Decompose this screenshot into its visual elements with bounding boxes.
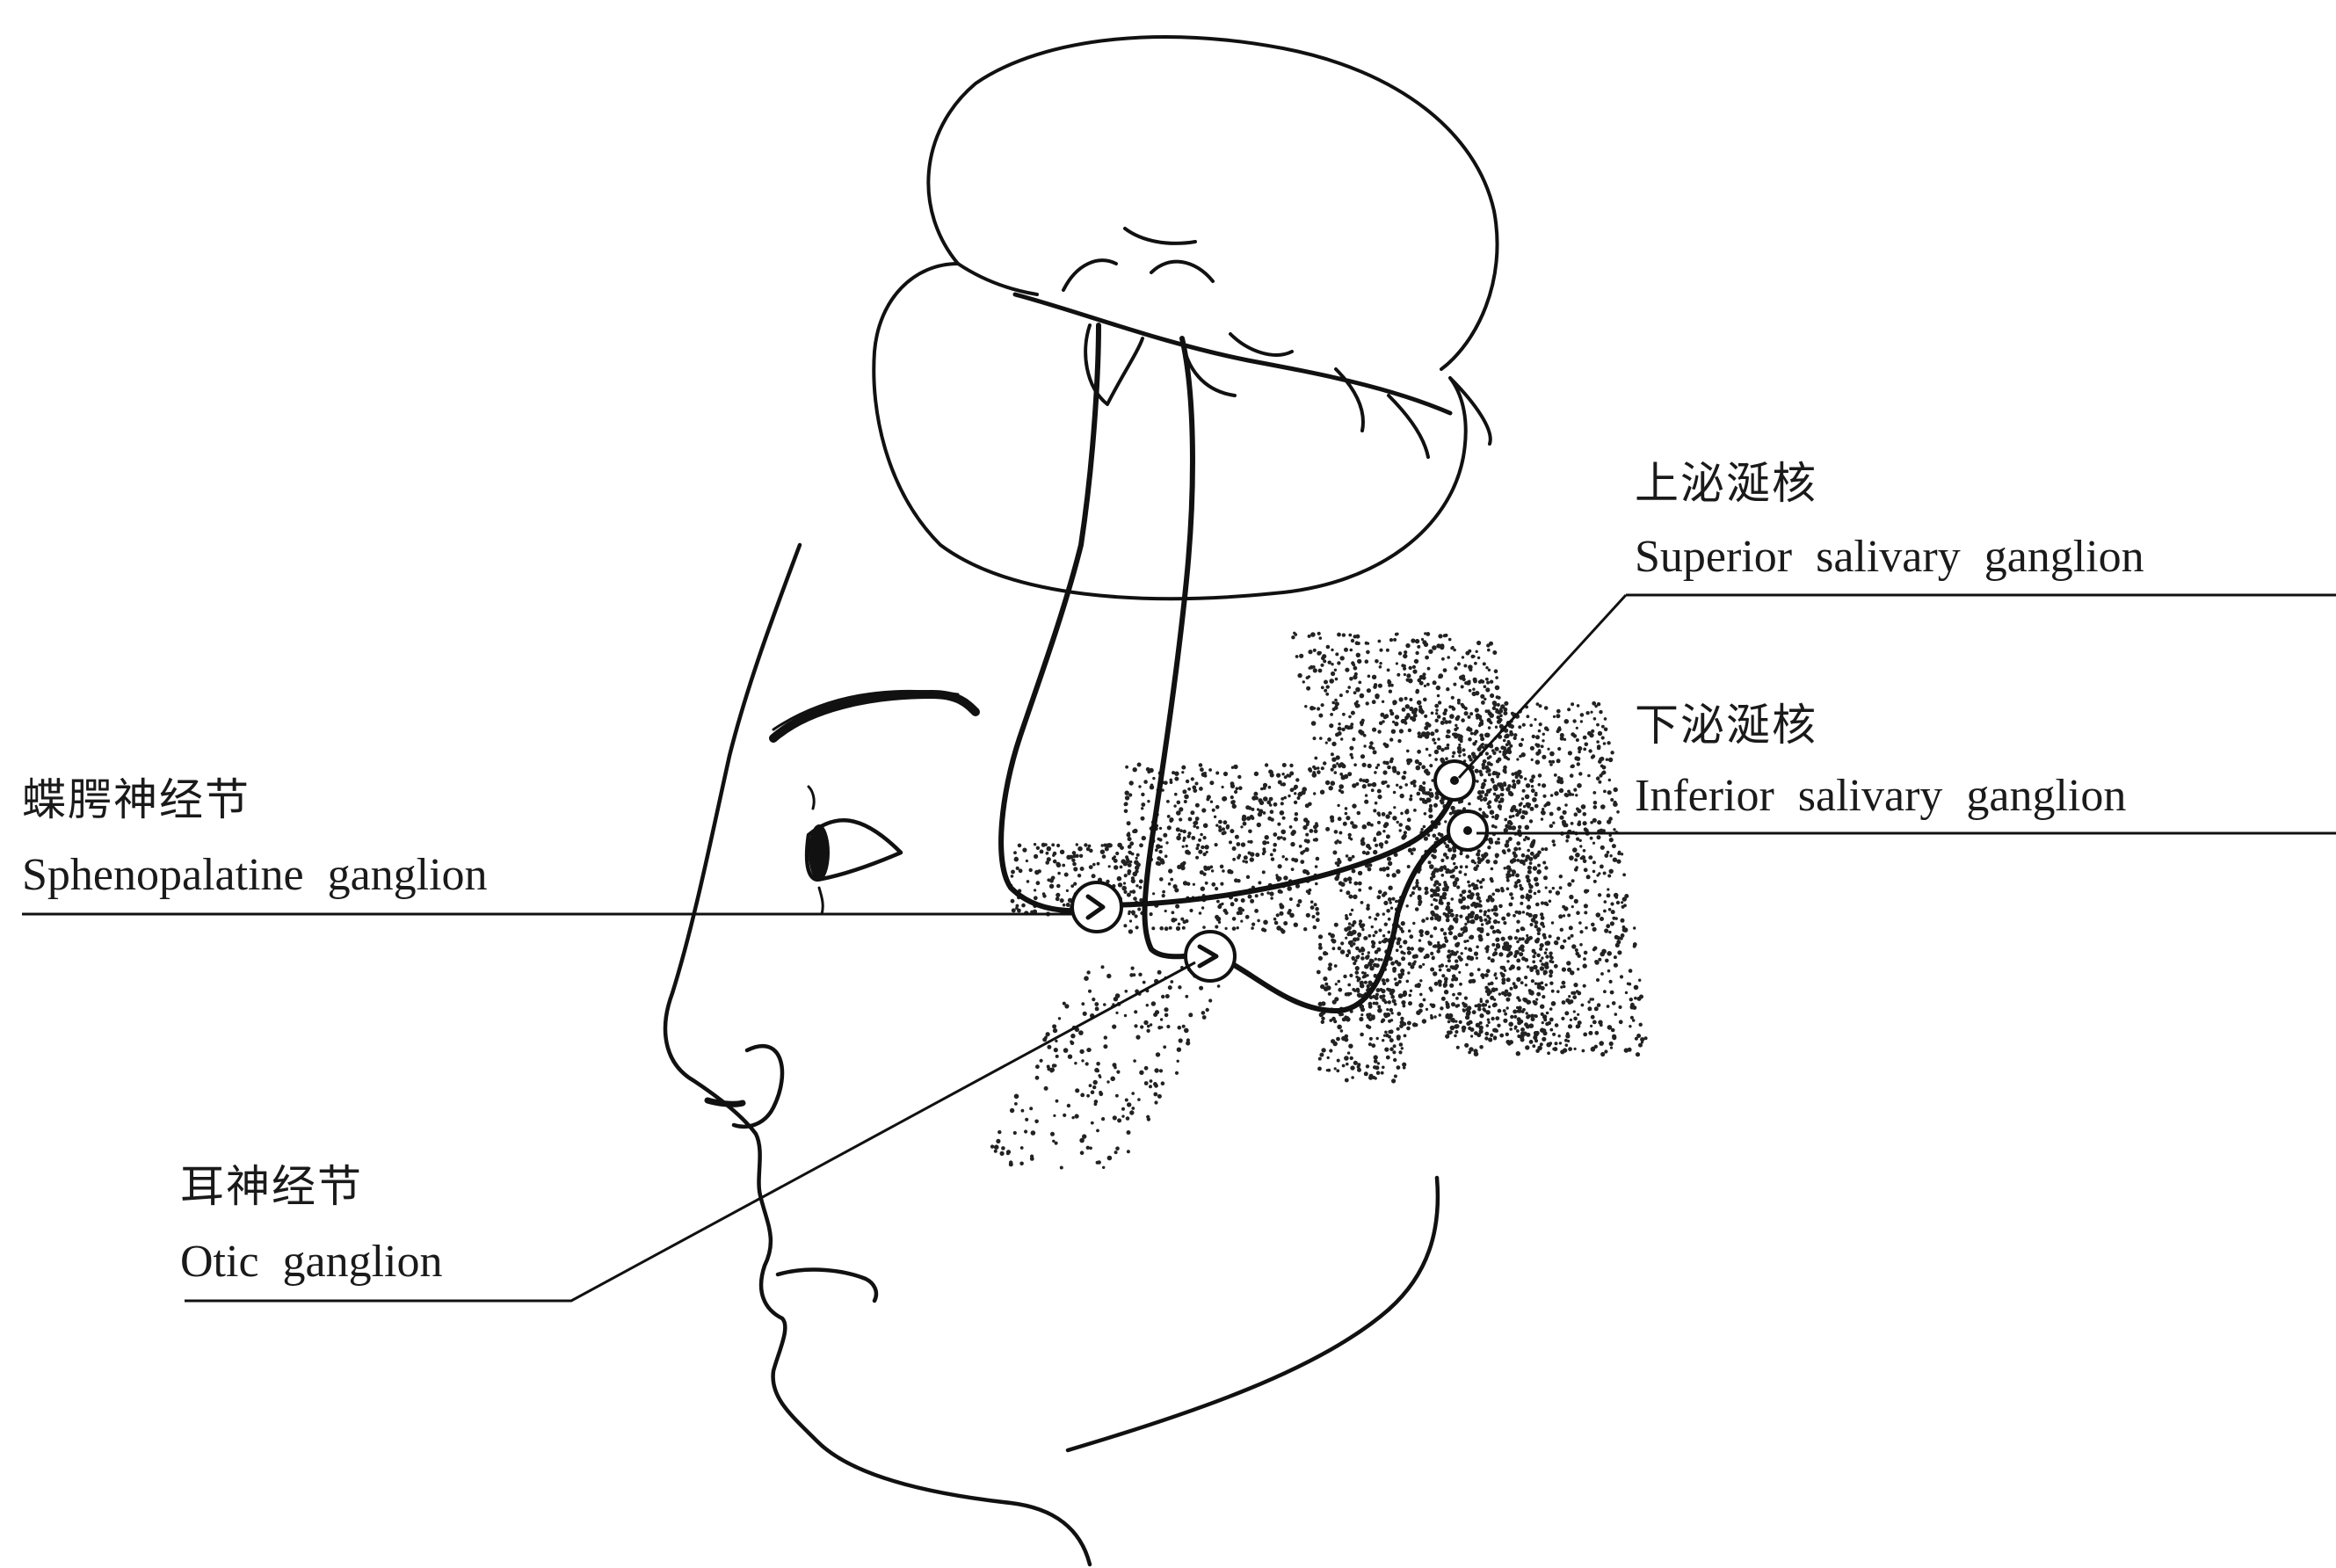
- superior-salivary-label-en: Superior salivary ganglion: [1635, 534, 2144, 580]
- otic-label-en: Otic ganglion: [180, 1239, 443, 1285]
- brain-icon: [874, 37, 1497, 599]
- inferior-salivary-label-zh: 下泌涎核: [1635, 703, 1817, 747]
- sphenopalatine-label-zh: 蝶腭神经节: [22, 778, 250, 822]
- leader-lines: [22, 595, 2336, 1301]
- inferior-salivary-label-en: Inferior salivary ganglion: [1635, 773, 2126, 819]
- sphenopalatine-label-en: Sphenopalatine ganglion: [22, 853, 488, 898]
- superior-salivary-label-zh: 上泌涎核: [1635, 461, 1817, 505]
- otic-label-zh: 耳神经节: [180, 1165, 363, 1209]
